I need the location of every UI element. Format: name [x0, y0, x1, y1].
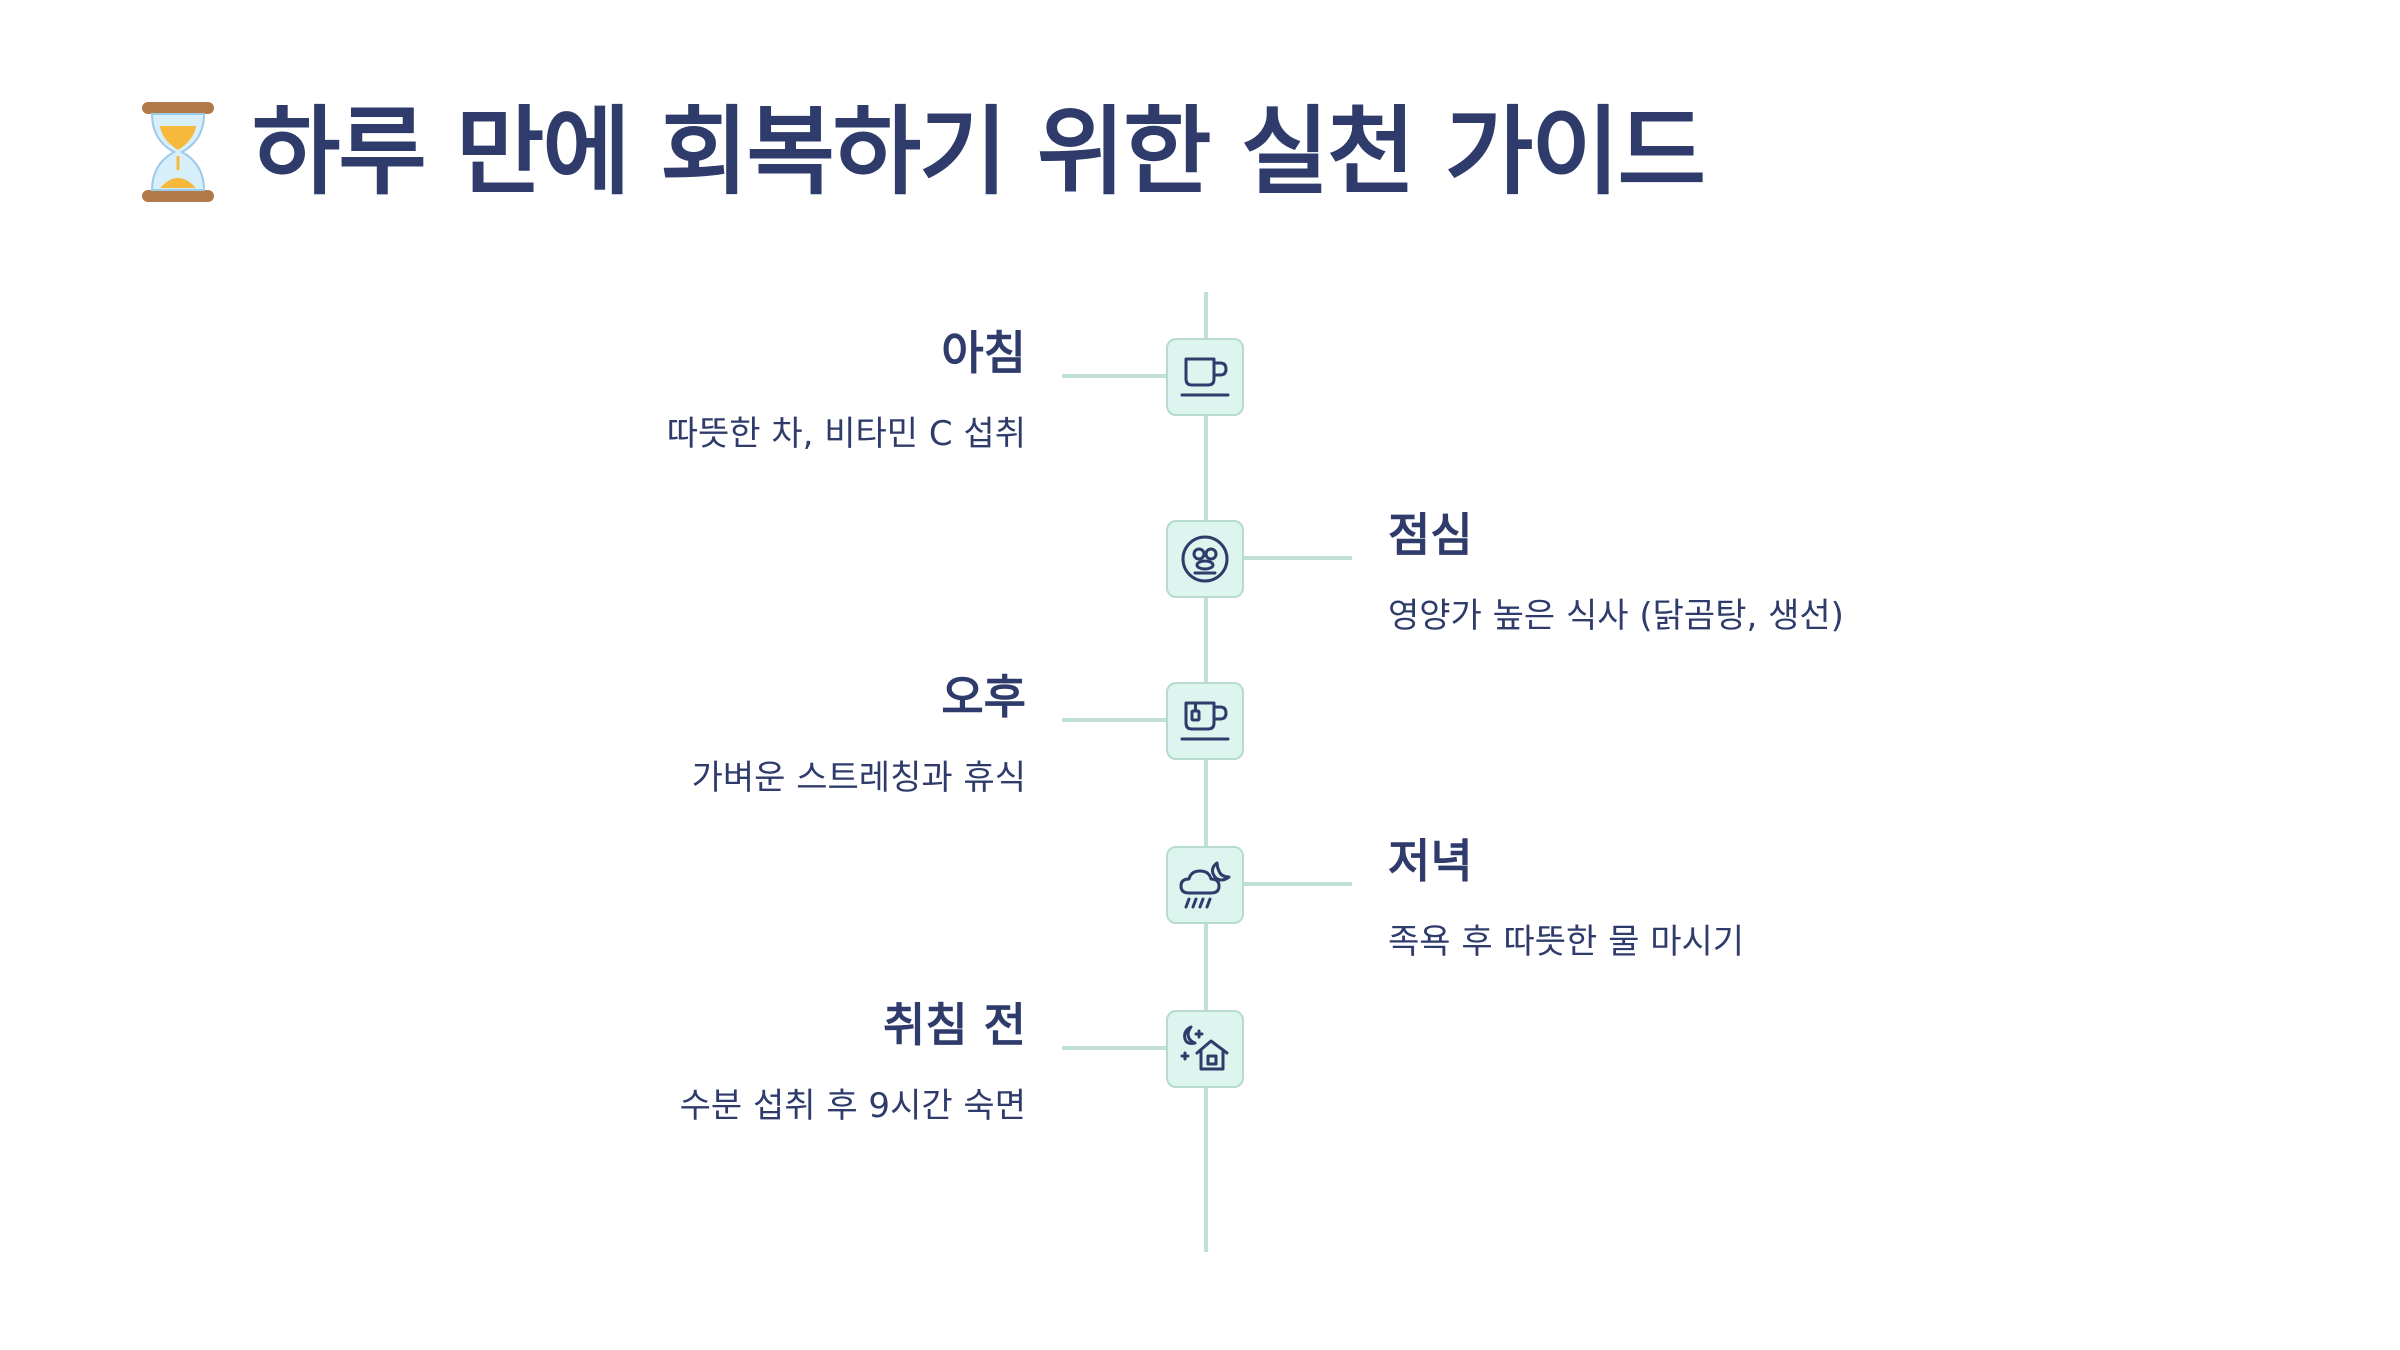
timeline-item-desc: 가벼운 스트레칭과 휴식	[691, 758, 1026, 798]
page-title-text: 하루 만에 회복하기 위한 실천 가이드	[252, 96, 1706, 208]
tea-cup-icon	[1178, 697, 1232, 745]
timeline-connector	[1244, 882, 1352, 886]
timeline-item-title: 아침	[941, 326, 1026, 380]
timeline-icon-box	[1166, 338, 1244, 416]
timeline-item-title: 취침 전	[883, 998, 1026, 1052]
night-house-icon	[1177, 1023, 1233, 1075]
page-title: 하루 만에 회복하기 위한 실천 가이드	[140, 96, 1706, 208]
coffee-cup-icon	[1178, 353, 1232, 401]
timeline-item-title: 저녁	[1388, 834, 1473, 888]
timeline-line	[1204, 292, 1208, 1252]
timeline-item-title: 점심	[1388, 508, 1473, 562]
timeline-item-desc: 영양가 높은 식사 (닭곰탕, 생선)	[1388, 596, 1844, 636]
timeline-item-title: 오후	[941, 670, 1026, 724]
timeline-connector	[1062, 374, 1166, 378]
timeline-icon-box	[1166, 846, 1244, 924]
timeline-item-desc: 족욕 후 따뜻한 물 마시기	[1388, 922, 1745, 962]
timeline-connector	[1062, 718, 1166, 722]
cloud-rain-moon-icon	[1177, 859, 1233, 911]
bowl-food-icon	[1179, 533, 1231, 585]
timeline-icon-box	[1166, 1010, 1244, 1088]
timeline-connector	[1062, 1046, 1166, 1050]
hourglass-icon	[140, 100, 216, 204]
timeline-item-desc: 따뜻한 차, 비타민 C 섭취	[666, 414, 1026, 454]
timeline-connector	[1244, 556, 1352, 560]
timeline-icon-box	[1166, 682, 1244, 760]
timeline-item-desc: 수분 섭취 후 9시간 숙면	[679, 1086, 1026, 1126]
timeline-icon-box	[1166, 520, 1244, 598]
